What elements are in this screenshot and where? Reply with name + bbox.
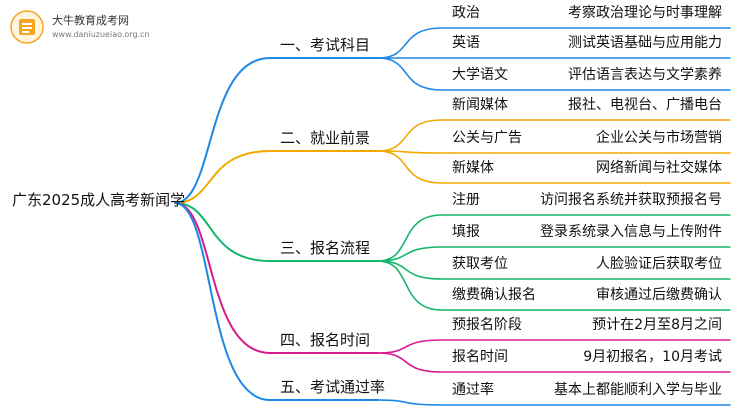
leaf-label: 公关与广告	[452, 130, 522, 146]
logo-url: www.daniuzueiao.org.cn	[52, 30, 150, 39]
leaf-description: 测试英语基础与应用能力	[568, 35, 722, 51]
leaf-label: 预报名阶段	[452, 317, 522, 333]
leaf-label: 英语	[452, 35, 480, 51]
leaf-connector	[377, 260, 731, 280]
leaf-connector	[377, 57, 731, 91]
leaf-label: 获取考位	[452, 256, 508, 272]
leaf-connector	[377, 246, 731, 262]
leaf-description: 9月初报名，10月考试	[583, 349, 722, 365]
leaf-description: 人脸验证后获取考位	[596, 256, 722, 272]
section-title: 三、报名流程	[280, 239, 371, 257]
section-title: 五、考试通过率	[280, 378, 386, 396]
leaf-description: 基本上都能顺利入学与毕业	[554, 382, 722, 398]
leaf-connector	[377, 352, 731, 373]
leaf-connector	[377, 150, 731, 154]
leaf-label: 报名时间	[452, 349, 508, 365]
leaf-description: 审核通过后缴费确认	[596, 287, 722, 303]
leaf-connector	[377, 260, 731, 311]
branch-connector	[174, 202, 379, 354]
leaf-description: 预计在2月至8月之间	[592, 317, 722, 333]
leaf-label: 通过率	[452, 382, 494, 398]
leaf-connector	[377, 339, 731, 354]
branch-connector	[174, 150, 379, 204]
leaf-label: 新闻媒体	[452, 97, 508, 113]
root-topic: 广东2025成人高考新闻学	[12, 191, 186, 209]
leaf-label: 政治	[452, 5, 480, 21]
leaf-description: 登录系统录入信息与上传附件	[540, 224, 722, 240]
section-title: 四、报名时间	[280, 331, 371, 349]
leaf-label: 注册	[452, 192, 480, 208]
leaf-connector	[377, 150, 731, 184]
leaf-connector	[377, 399, 731, 406]
root-anchor	[11, 202, 176, 214]
leaf-connector	[377, 119, 731, 152]
leaf-label: 填报	[452, 224, 480, 240]
leaf-description: 网络新闻与社交媒体	[596, 160, 722, 176]
leaf-description: 考察政治理论与时事理解	[568, 5, 722, 21]
branch-connector	[174, 202, 379, 401]
logo-name: 大牛教育成考网	[52, 14, 129, 27]
leaf-description: 报社、电视台、广播电台	[568, 97, 722, 113]
leaf-label: 大学语文	[452, 67, 508, 83]
leaf-description: 企业公关与市场营销	[596, 130, 722, 146]
section-title: 二、就业前景	[280, 129, 371, 147]
leaf-connector	[377, 214, 731, 262]
branch-connector	[174, 202, 379, 262]
site-logo: 大牛教育成考网 www.daniuzueiao.org.cn	[10, 8, 150, 48]
book-icon	[10, 10, 44, 44]
leaf-label: 缴费确认报名	[452, 287, 536, 303]
leaf-description: 评估语言表达与文学素养	[568, 67, 722, 83]
section-title: 一、考试科目	[280, 36, 371, 54]
leaf-description: 访问报名系统并获取预报名号	[540, 192, 722, 208]
leaf-connector	[377, 27, 731, 59]
leaf-label: 新媒体	[452, 160, 494, 176]
branch-connector	[174, 57, 379, 204]
